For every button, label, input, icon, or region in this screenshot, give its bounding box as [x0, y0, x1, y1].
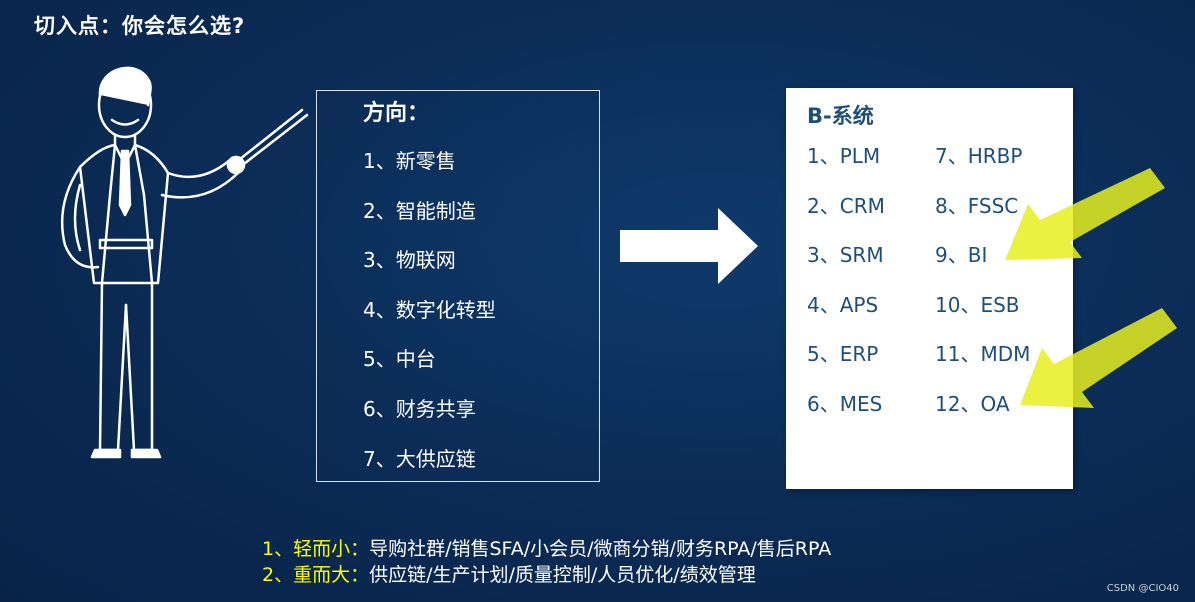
note-items: 供应链/生产计划/质量控制/人员优化/绩效管理	[369, 564, 756, 586]
note-line: 1、轻而小：导购社群/销售SFA/小会员/微商分销/财务RPA/售后RPA	[262, 536, 831, 562]
list-item: 8、FSSC	[935, 193, 1019, 218]
direction-list: 1、新零售 2、智能制造 3、物联网 4、数字化转型 5、中台 6、财务共享 7…	[363, 147, 496, 494]
list-item: 6、财务共享	[363, 396, 476, 421]
list-item: 7、大供应链	[363, 446, 476, 471]
list-item: 3、SRM	[807, 243, 884, 268]
systems-panel: B-系统 1、PLM 2、CRM 3、SRM 4、APS 5、ERP 6、MES…	[786, 88, 1073, 489]
direction-heading: 方向：	[363, 101, 430, 126]
list-item: 4、APS	[807, 292, 879, 317]
bottom-notes: 1、轻而小：导购社群/销售SFA/小会员/微商分销/财务RPA/售后RPA 2、…	[262, 536, 831, 588]
systems-heading: B-系统	[807, 104, 874, 128]
presenter-figure-icon	[60, 66, 309, 459]
systems-list-right: 7、HRBP 8、FSSC 9、BI 10、ESB 11、MDM 12、OA	[935, 142, 1030, 440]
list-item: 2、CRM	[807, 193, 885, 218]
list-item: 10、ESB	[935, 292, 1020, 317]
note-label: 1、轻而小：	[262, 538, 370, 560]
list-item: 6、MES	[807, 391, 883, 416]
list-item: 11、MDM	[935, 342, 1031, 367]
list-item: 5、ERP	[807, 342, 879, 367]
slide-title: 切入点：你会怎么选?	[34, 14, 246, 38]
list-item: 7、HRBP	[935, 144, 1023, 168]
note-line: 2、重而大：供应链/生产计划/质量控制/人员优化/绩效管理	[262, 562, 831, 588]
note-label: 2、重而大：	[262, 564, 370, 586]
right-arrow-icon	[620, 208, 758, 284]
list-item: 4、数字化转型	[363, 297, 496, 322]
systems-list-left: 1、PLM 2、CRM 3、SRM 4、APS 5、ERP 6、MES	[807, 142, 885, 440]
direction-panel: 方向： 1、新零售 2、智能制造 3、物联网 4、数字化转型 5、中台 6、财务…	[316, 90, 600, 482]
list-item: 5、中台	[363, 347, 436, 372]
list-item: 12、OA	[935, 391, 1010, 416]
list-item: 9、BI	[935, 243, 988, 268]
watermark: CSDN @CIO40	[1106, 583, 1179, 594]
list-item: 1、PLM	[807, 144, 881, 168]
list-item: 1、新零售	[363, 149, 456, 173]
list-item: 3、物联网	[363, 248, 456, 273]
list-item: 2、智能制造	[363, 198, 476, 223]
note-items: 导购社群/销售SFA/小会员/微商分销/财务RPA/售后RPA	[369, 538, 832, 560]
